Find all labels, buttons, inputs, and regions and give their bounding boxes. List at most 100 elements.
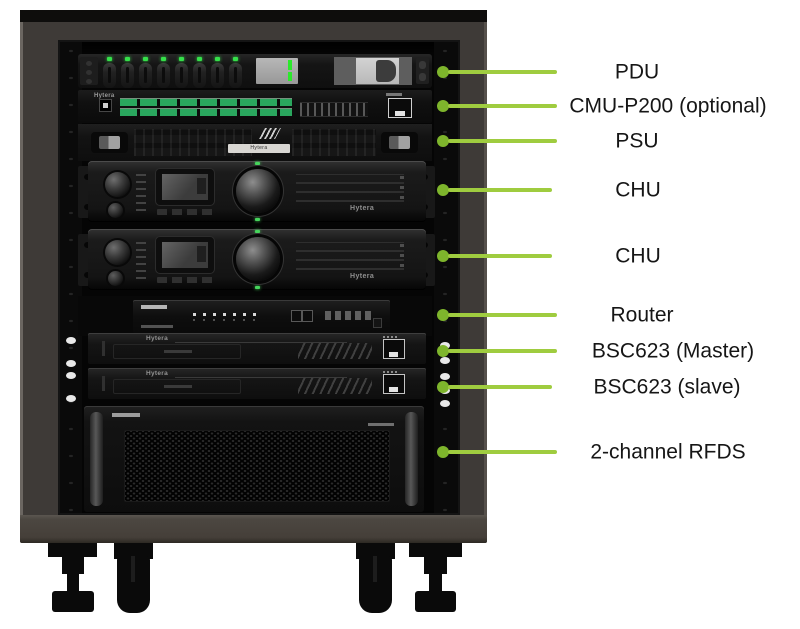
rfds-unit bbox=[78, 406, 435, 512]
rack-rail-right bbox=[434, 42, 458, 513]
leader-line bbox=[448, 313, 557, 317]
chu-display bbox=[155, 236, 215, 274]
connector-pins bbox=[383, 371, 399, 373]
router-unit bbox=[78, 296, 432, 336]
hytera-logo: Hytera bbox=[350, 205, 375, 212]
connector-pins bbox=[383, 336, 399, 338]
caster-mount bbox=[356, 543, 395, 559]
bsc-connector bbox=[383, 374, 405, 394]
chu-knob-small bbox=[108, 271, 123, 286]
rack-rail-left bbox=[60, 42, 82, 513]
indicator-column bbox=[400, 173, 404, 199]
rail-screw bbox=[440, 400, 450, 407]
pdu-outlet-module bbox=[334, 57, 412, 85]
status-led bbox=[255, 230, 260, 233]
leader-line bbox=[448, 254, 552, 258]
indicator-column bbox=[136, 239, 146, 279]
vent-grille bbox=[292, 129, 376, 156]
leader-line bbox=[448, 385, 552, 389]
pdu-left-module bbox=[80, 57, 98, 85]
callout-label: CHU bbox=[615, 244, 661, 268]
status-led bbox=[255, 218, 260, 221]
cmu-port-label bbox=[386, 93, 402, 96]
pdu-socket bbox=[376, 60, 396, 82]
foot-stem bbox=[67, 572, 79, 593]
rail-screw bbox=[66, 372, 76, 379]
breaker-switch bbox=[175, 57, 188, 88]
vent-grille bbox=[296, 242, 404, 270]
hytera-logo: Hytera bbox=[94, 93, 115, 99]
chu-buttons bbox=[157, 209, 215, 215]
terminal-block-row bbox=[120, 98, 292, 106]
chu-unit-1: Hytera bbox=[78, 161, 435, 222]
callout-label: CMU-P200 (optional) bbox=[569, 94, 767, 118]
foot-bracket bbox=[409, 543, 462, 557]
callout-label: CHU bbox=[615, 178, 661, 202]
vent-grille bbox=[296, 174, 404, 202]
leader-dot bbox=[437, 381, 449, 393]
hytera-logo: Hytera bbox=[146, 335, 169, 342]
callout-label: BSC623 (Master) bbox=[591, 339, 755, 363]
indicator-column bbox=[400, 241, 404, 267]
cmu-unit: Hytera bbox=[78, 90, 432, 123]
rail-screw bbox=[440, 373, 450, 380]
router-brand-mark bbox=[141, 305, 167, 309]
hytera-logo: Hytera bbox=[350, 273, 375, 280]
diagonal-vent bbox=[298, 343, 372, 359]
cabinet-base-bar bbox=[20, 515, 487, 543]
chu-volume-knob bbox=[236, 237, 280, 281]
foot-stem bbox=[429, 572, 442, 593]
psu-logo bbox=[259, 128, 281, 139]
callout-label: Router bbox=[610, 303, 674, 327]
router-side-port bbox=[373, 318, 382, 328]
chu-knob-small bbox=[108, 203, 123, 218]
chu-knob bbox=[105, 172, 130, 197]
bsc-connector bbox=[383, 339, 405, 359]
rfds-handle-left bbox=[90, 412, 103, 506]
chu-unit-2: Hytera bbox=[78, 229, 435, 290]
cmu-button bbox=[99, 99, 112, 112]
rail-screw bbox=[440, 357, 450, 364]
caster-wheel bbox=[359, 556, 392, 613]
leader-line bbox=[448, 139, 557, 143]
bsc-faceplate: Hytera bbox=[88, 368, 426, 399]
panel-slot bbox=[102, 376, 105, 391]
leader-dot bbox=[437, 100, 449, 112]
chu-faceplate: Hytera bbox=[88, 161, 426, 222]
rfds-label-left bbox=[112, 413, 140, 417]
callout-label: PDU bbox=[614, 60, 660, 84]
leader-dot bbox=[437, 250, 449, 262]
power-switch-left bbox=[91, 132, 128, 153]
rfds-mesh-grille bbox=[124, 430, 390, 502]
pdu-right-module bbox=[416, 58, 429, 84]
hytera-logo: Hytera bbox=[146, 370, 169, 377]
power-switch-right bbox=[381, 132, 418, 153]
panel-slot bbox=[102, 341, 105, 356]
status-led bbox=[255, 162, 260, 165]
cmu-connector-strip bbox=[300, 102, 368, 117]
rfds-faceplate bbox=[84, 406, 424, 512]
leader-line bbox=[448, 188, 552, 192]
breaker-switch bbox=[121, 57, 134, 88]
leader-line bbox=[448, 349, 557, 353]
status-led bbox=[255, 286, 260, 289]
router-ports bbox=[291, 310, 313, 322]
diagonal-vent bbox=[298, 378, 372, 394]
leader-dot bbox=[437, 309, 449, 321]
psu-label: Hytera bbox=[228, 144, 290, 153]
recessed-panel bbox=[113, 344, 241, 359]
router-box bbox=[133, 300, 390, 333]
foot-block bbox=[62, 555, 84, 574]
pdu-unit bbox=[78, 54, 432, 88]
router-connectors bbox=[325, 311, 371, 320]
leader-line bbox=[448, 104, 557, 108]
leader-dot bbox=[437, 345, 449, 357]
panel-groove bbox=[175, 377, 347, 378]
rail-screw bbox=[66, 395, 76, 402]
leader-dot bbox=[437, 184, 449, 196]
breaker-bank bbox=[103, 57, 253, 89]
foot-base bbox=[415, 591, 456, 612]
callout-label: PSU bbox=[615, 129, 659, 153]
chu-faceplate: Hytera bbox=[88, 229, 426, 290]
